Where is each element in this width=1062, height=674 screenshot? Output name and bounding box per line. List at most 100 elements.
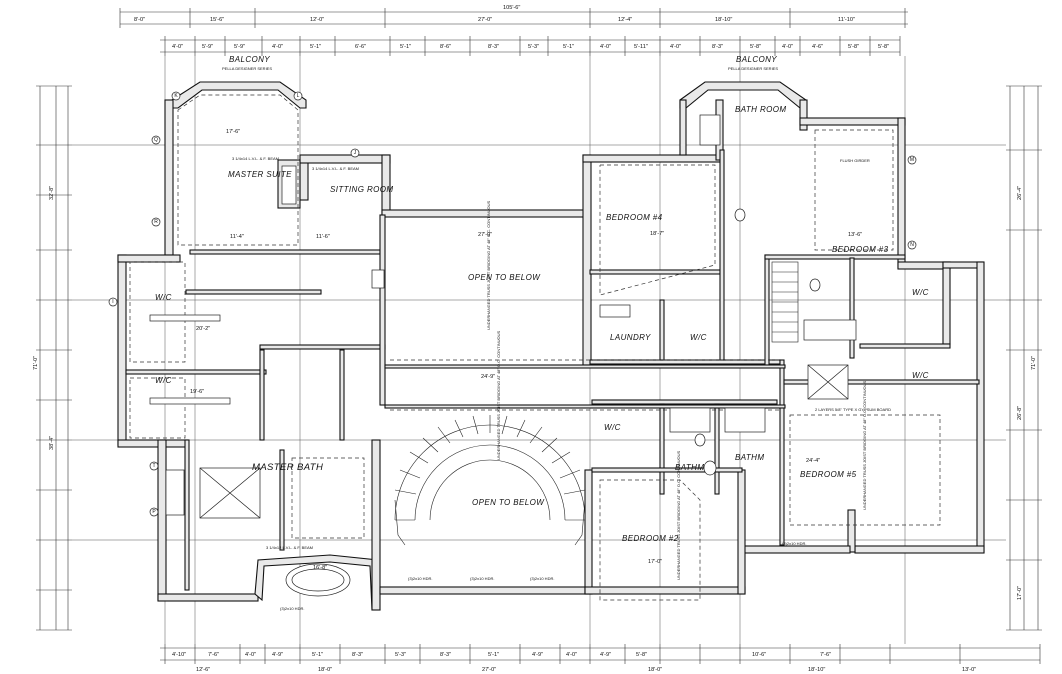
- dim-room-w7: 24'-4": [806, 458, 820, 464]
- curved-staircase: [394, 415, 586, 546]
- dim-bottom-sub: 4'-9": [532, 652, 543, 658]
- fixtures: [149, 114, 857, 597]
- dim-right-overall: 71'-0": [1031, 356, 1037, 370]
- dim-room-w11: 16'-8": [313, 565, 327, 571]
- header-note-5: (3)2x10 HDR.: [782, 541, 806, 546]
- dim-top-sub: 8'-3": [488, 44, 499, 50]
- dim-top-sub: 4'-0": [600, 44, 611, 50]
- dim-top-sub: 5'-9": [234, 44, 245, 50]
- room-master-bath: MASTER BATH: [252, 462, 323, 473]
- dim-bottom-sub: 7'-6": [820, 652, 831, 658]
- header-note-3: (3)2x10 HDR.: [530, 576, 554, 581]
- dim-left-a: 32'-8": [49, 186, 55, 200]
- dim-top-sub: 4'-6": [812, 44, 823, 50]
- dim-top-sub: 8'-3": [712, 44, 723, 50]
- room-bedroom-3: BEDROOM #3: [832, 245, 889, 254]
- dim-top-sub: 4'-0": [782, 44, 793, 50]
- room-laundry: LAUNDRY: [610, 333, 651, 342]
- straight-stair: [771, 261, 799, 343]
- dim-top-row-1: 15'-6": [210, 17, 224, 23]
- dim-bottom-row: 18'-0": [648, 667, 662, 673]
- header-note-2: (3)2x10 HDR.: [470, 576, 494, 581]
- dim-top-sub: 4'-0": [172, 44, 183, 50]
- truss-note-4: UNDERHANGED TRUSS JOIST BRIDGING AT 48" …: [862, 381, 867, 510]
- grid-bubbles: K L M N J I T P Q R: [108, 91, 917, 517]
- dim-top-row-3: 27'-0": [478, 17, 492, 23]
- dim-room-w2: 11'-4": [230, 234, 244, 240]
- dim-room-w5: 18'-7": [650, 231, 664, 237]
- balcony-note-left: PELLA DESIGNER SERIES: [222, 66, 272, 71]
- reference-grid: [72, 56, 1006, 644]
- dim-top-sub: 4'-0": [670, 44, 681, 50]
- dim-left-overall: 71'-0": [33, 356, 39, 370]
- truss-note-1: UNDERHANGED TRUSS JOIST BRIDGING AT 48" …: [496, 331, 501, 460]
- grid-bubble: N: [910, 242, 914, 248]
- dim-room-w9: 19'-6": [190, 389, 204, 395]
- dim-top-row-4: 12'-4": [618, 17, 632, 23]
- beam-note-3: 3 1/4x12 L.V.L. & F. BEAM: [266, 545, 313, 550]
- dim-bottom-row: 12'-6": [196, 667, 210, 673]
- dim-bottom-sub: 5'-3": [395, 652, 406, 658]
- dim-bottom-row: 18'-10": [808, 667, 825, 673]
- dim-bottom-sub: 8'-3": [440, 652, 451, 658]
- grid-bubble: T: [152, 463, 155, 469]
- dim-right-b: 26'-8": [1017, 406, 1023, 420]
- dim-bottom-sub: 4'-0": [566, 652, 577, 658]
- dim-top-sub: 5'-8": [878, 44, 889, 50]
- dim-top-sub: 5'-1": [310, 44, 321, 50]
- room-labels: BALCONY PELLA DESIGNER SERIES BALCONY PE…: [155, 55, 929, 543]
- dim-top-sub: 5'-9": [202, 44, 213, 50]
- dim-bottom-sub: 5'-1": [488, 652, 499, 658]
- room-bathm-1: BATHM: [675, 463, 704, 472]
- header-note-4: (3)2x10 HDR.: [280, 606, 304, 611]
- dim-stair-width: 24'-9": [481, 374, 495, 380]
- dim-top-sub: 5'-8": [750, 44, 761, 50]
- dim-overall-top: 105'-6": [503, 5, 520, 11]
- room-wic-2: W/C: [155, 376, 172, 385]
- dimension-lines: [36, 8, 1042, 664]
- dim-top-sub: 5'-3": [528, 44, 539, 50]
- dim-bottom-sub: 4'-9": [600, 652, 611, 658]
- dim-bottom-row: 27'-0": [482, 667, 496, 673]
- grid-bubble: K: [174, 93, 178, 99]
- dimension-text: 105'-6" 8'-0" 15'-6" 12'-0" 27'-0" 12'-4…: [33, 5, 1037, 673]
- dim-bottom-sub: 5'-1": [312, 652, 323, 658]
- header-note-1: (3)2x10 HDR.: [408, 576, 432, 581]
- dim-bottom-sub: 4'-9": [272, 652, 283, 658]
- dim-top-sub: 5'-11": [634, 44, 648, 50]
- room-open-to-below-stair: OPEN TO BELOW: [472, 498, 545, 507]
- room-bedroom-4: BEDROOM #4: [606, 213, 663, 222]
- grid-bubble: L: [297, 93, 300, 99]
- beam-note-2: 3 1/4x14 L.V.L. & F. BEAM: [312, 166, 359, 171]
- structural-notes: 3 1/4x14 L.V.L. & F. BEAM 3 1/4x14 L.V.L…: [232, 156, 891, 611]
- dim-bottom-sub: 4'-0": [245, 652, 256, 658]
- dim-bottom-sub: 4'-10": [172, 652, 186, 658]
- dim-bottom-row: 18'-0": [318, 667, 332, 673]
- dim-top-sub: 5'-8": [848, 44, 859, 50]
- room-bedroom-2: BEDROOM #2: [622, 534, 679, 543]
- room-open-to-below-top: OPEN TO BELOW: [468, 273, 541, 282]
- dim-top-row-5: 18'-10": [715, 17, 732, 23]
- grid-bubble: Q: [154, 137, 158, 143]
- dim-right-a: 26'-4": [1017, 186, 1023, 200]
- grid-bubble: M: [910, 157, 914, 163]
- balcony-label-right: BALCONY: [736, 55, 777, 64]
- grid-bubble: J: [354, 150, 357, 156]
- dim-top-row-0: 8'-0": [134, 17, 145, 23]
- room-master-suite: MASTER SUITE: [228, 170, 292, 179]
- truss-note-3: UNDERHANGED TRUSS JOIST BRIDGING AT 48" …: [676, 451, 681, 580]
- dim-room-w6: 17'-0": [648, 559, 662, 565]
- room-wic-4: W/C: [912, 288, 929, 297]
- room-sitting-room: SITTING ROOM: [330, 185, 393, 194]
- dim-top-row-6: 11'-10": [838, 17, 855, 23]
- dim-top-sub: 5'-1": [400, 44, 411, 50]
- dim-room-w10: 13'-6": [848, 232, 862, 238]
- dim-room-w8: 20'-2": [196, 326, 210, 332]
- dim-room-w4: 27'-0": [478, 232, 492, 238]
- dim-top-sub: 6'-6": [355, 44, 366, 50]
- dim-bottom-row: 13'-0": [962, 667, 976, 673]
- dim-top-sub: 5'-1": [563, 44, 574, 50]
- room-bathm-2: BATHM: [735, 453, 764, 462]
- ceiling-outlines: [129, 94, 941, 601]
- walls: [117, 81, 985, 611]
